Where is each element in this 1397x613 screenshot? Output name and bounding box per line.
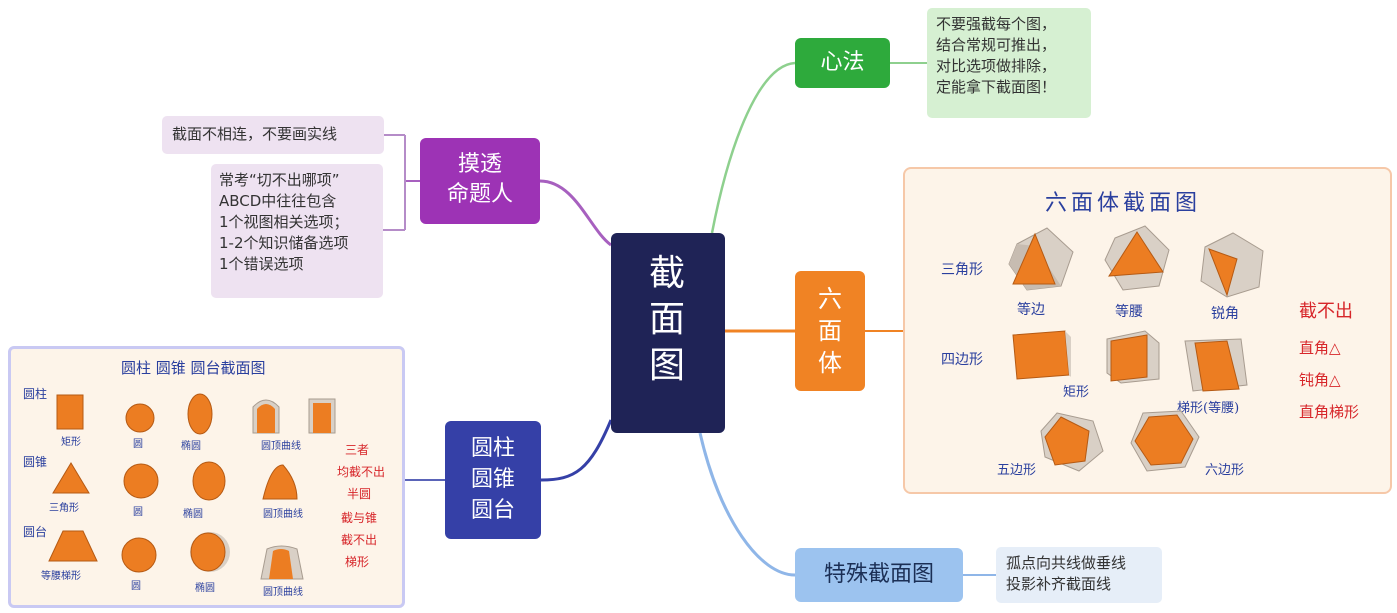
cyl-caption: 圆顶曲线 [261, 441, 301, 452]
hex-caption: 等腰 [1115, 304, 1143, 320]
cyl-caption: 圆顶曲线 [263, 509, 303, 520]
cyl-caption: 椭圆 [183, 509, 203, 520]
cone-arch-section [262, 464, 298, 500]
central-topic[interactable]: 截 面 图 [611, 233, 725, 433]
hex-side-note: 直角△ [1299, 339, 1341, 357]
branch-char: 六 [818, 285, 842, 313]
hex-side-note: 钝角△ [1299, 371, 1341, 389]
cyl-side-note: 三者 [345, 443, 370, 457]
branch-line: 摸透 [457, 152, 502, 177]
cylinder-arch-section [252, 399, 280, 434]
cyl-row-label: 圆柱 [23, 387, 48, 401]
cyl-side-note: 截与锥 [341, 511, 378, 525]
note-xinfa[interactable]: 不要强截每个图， 结合常规可推出， 对比选项做排除， 定能拿下截面图！ [927, 8, 1091, 118]
note-line: 1个错误选项 [219, 255, 304, 273]
note-line: 孤点向共线做垂线 [1006, 554, 1127, 572]
frustum-arch-section [260, 545, 304, 580]
note-line: 1个视图相关选项； [219, 213, 349, 231]
cylinder-arch-section-2 [308, 398, 336, 434]
hex-row-label: 四边形 [941, 352, 983, 368]
cube-equilateral-section [1008, 227, 1074, 291]
note-line: 对比选项做排除， [936, 57, 1057, 75]
cyl-caption: 椭圆 [181, 441, 201, 452]
note-line: 定能拿下截面图！ [936, 78, 1057, 96]
cylinder-circle-section [125, 403, 155, 433]
note-line: ABCD中往往包含 [219, 192, 337, 210]
branch-motou[interactable]: 摸透 命题人 [420, 138, 540, 224]
frustum-ellipse-section [190, 532, 230, 572]
cube-pentagon-section [1040, 412, 1104, 472]
central-topic-char: 截 [648, 253, 687, 294]
hexahedron-section-image[interactable]: 六面体截面图 三角形 四边形 等边 等腰 锐角 矩形 梯形(等腰) 五边形 [903, 167, 1392, 494]
hex-side-note: 直角梯形 [1299, 403, 1360, 421]
cube-trapezoid-section [1184, 338, 1248, 392]
note-line: 投影补齐截面线 [1006, 575, 1112, 593]
note-teshu[interactable]: 孤点向共线做垂线 投影补齐截面线 [996, 547, 1162, 603]
cyl-side-note: 截不出 [341, 533, 378, 547]
hex-caption: 梯形(等腰) [1177, 401, 1240, 416]
cyl-caption: 三角形 [49, 503, 79, 514]
cone-triangle-section [52, 462, 90, 494]
cyl-row-label: 圆锥 [23, 455, 48, 469]
branch-line: 圆台 [470, 498, 515, 523]
cube-quad-section [1012, 330, 1071, 380]
frustum-trapezoid-section [48, 530, 98, 562]
cylinder-ellipse-section [187, 393, 213, 435]
hex-caption: 等边 [1017, 302, 1045, 318]
round-solids-section-image[interactable]: 圆柱 圆锥 圆台截面图 圆柱 圆锥 圆台 矩形 圆 椭圆 圆顶曲线 三角形 圆 … [8, 346, 405, 608]
cyl-caption: 圆 [133, 507, 143, 518]
branch-line: 命题人 [446, 182, 513, 207]
hex-caption: 矩形 [1063, 385, 1090, 400]
central-topic-char: 面 [648, 299, 687, 340]
note-line: 结合常规可推出， [936, 36, 1057, 54]
branch-line: 圆锥 [470, 467, 515, 492]
cone-circle-section [123, 463, 159, 499]
cyl-panel-title: 圆柱 圆锥 圆台截面图 [121, 359, 266, 377]
cube-isosceles-section [1104, 225, 1170, 291]
note-line: 1-2个知识储备选项 [219, 234, 349, 252]
branch-char: 面 [818, 317, 842, 345]
cone-ellipse-section [192, 461, 226, 501]
hex-row-label: 三角形 [941, 262, 983, 278]
cube-hexagon-section [1130, 410, 1200, 472]
branch-yuanzhu[interactable]: 圆柱 圆锥 圆台 [445, 421, 541, 539]
cyl-caption: 等腰梯形 [41, 571, 81, 582]
cylinder-rectangle-section [56, 394, 84, 430]
branch-char: 体 [818, 349, 842, 377]
cyl-caption: 矩形 [61, 437, 81, 448]
cube-acute-section [1200, 232, 1264, 298]
branch-liumianti[interactable]: 六 面 体 [795, 271, 865, 391]
branch-teshu[interactable]: 特殊截面图 [795, 548, 963, 602]
hex-caption: 锐角 [1211, 306, 1239, 322]
frustum-circle-section [121, 537, 157, 573]
hex-side-note: 截不出 [1299, 301, 1353, 322]
cyl-side-note: 梯形 [345, 555, 370, 569]
central-topic-char: 图 [648, 345, 687, 386]
cyl-caption: 圆顶曲线 [263, 587, 303, 598]
note-line: 不要强截每个图， [936, 15, 1057, 33]
cyl-side-note: 均截不出 [337, 465, 386, 479]
hex-caption: 六边形 [1205, 463, 1245, 478]
branch-line: 圆柱 [470, 436, 515, 461]
cyl-row-label: 圆台 [23, 525, 48, 539]
cyl-side-note: 半圆 [347, 487, 372, 501]
cube-rectangle-section [1106, 330, 1160, 384]
branch-xinfa[interactable]: 心法 [795, 38, 890, 88]
note-motou-2[interactable]: 常考“切不出哪项” ABCD中往往包含 1个视图相关选项； 1-2个知识储备选项… [211, 164, 383, 298]
note-motou-1[interactable]: 截面不相连，不要画实线 [162, 116, 384, 154]
cyl-caption: 圆 [133, 439, 143, 450]
note-line: 常考“切不出哪项” [219, 171, 340, 189]
cyl-caption: 圆 [131, 581, 141, 592]
cyl-caption: 椭圆 [195, 583, 215, 594]
hex-panel-title: 六面体截面图 [1045, 191, 1202, 216]
hex-caption: 五边形 [997, 463, 1037, 478]
